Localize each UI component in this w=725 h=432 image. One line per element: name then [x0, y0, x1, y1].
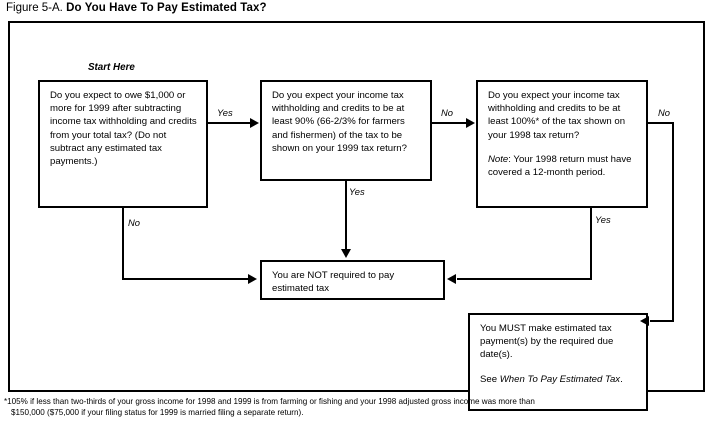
figure-number: Figure 5-A. [6, 2, 63, 14]
flowchart-frame: Start Here Do you expect to owe $1,000 o… [8, 21, 705, 411]
see-suffix: . [620, 373, 623, 385]
connector-hundred-no-arrowhead [640, 316, 649, 326]
connector-owe-yes-arrowhead [250, 118, 259, 128]
edge-label-ninety-no: No [441, 107, 453, 118]
decision-box-ninety-percent-text: Do you expect your income tax withholdin… [272, 90, 407, 154]
edge-label-hundred-yes: Yes [595, 214, 611, 225]
edge-label-owe-no: No [128, 217, 140, 228]
connector-hundred-no-horizontal-top [648, 122, 674, 124]
page-title: Figure 5-A. Do You Have To Pay Estimated… [6, 2, 267, 14]
decision-box-owe-1000: Do you expect to owe $1,000 or more for … [38, 80, 208, 208]
footnote-line-2: $150,000 ($75,000 if your filing status … [11, 408, 304, 417]
connector-hundred-yes-horizontal [457, 278, 592, 280]
connector-ninety-no-line [432, 122, 468, 124]
see-reference-title: When To Pay Estimated Tax [499, 373, 621, 385]
connector-hundred-yes-arrowhead [447, 274, 456, 284]
connector-hundred-no-vertical [672, 122, 674, 322]
outcome-box-not-required: You are NOT required to pay estimated ta… [260, 260, 445, 300]
decision-box-hundred-percent: Do you expect your income tax withholdin… [476, 80, 648, 208]
edge-label-hundred-no: No [658, 107, 670, 118]
connector-owe-no-horizontal [122, 278, 250, 280]
outcome-box-must-pay-reference: See When To Pay Estimated Tax. [480, 373, 638, 386]
footnote: *105% if less than two-thirds of your gr… [4, 396, 720, 418]
connector-owe-yes-line [208, 122, 252, 124]
connector-owe-no-vertical [122, 208, 124, 280]
decision-box-ninety-percent: Do you expect your income tax withholdin… [260, 80, 432, 181]
outcome-box-must-pay: You MUST make estimated tax payment(s) b… [468, 313, 648, 411]
connector-ninety-yes-arrowhead [341, 249, 351, 258]
outcome-box-not-required-text: You are NOT required to pay estimated ta… [272, 270, 395, 295]
decision-box-owe-1000-text: Do you expect to owe $1,000 or more for … [50, 90, 197, 168]
decision-box-hundred-percent-note: Note: Your 1998 return must have covered… [488, 153, 638, 179]
figure-title-text: Do You Have To Pay Estimated Tax? [66, 2, 267, 14]
edge-label-ninety-yes: Yes [349, 186, 365, 197]
note-text: : Your 1998 return must have covered a 1… [488, 153, 632, 179]
see-prefix: See [480, 373, 500, 385]
connector-hundred-no-horizontal-bottom [650, 320, 674, 322]
connector-ninety-yes-vertical [345, 181, 347, 251]
edge-label-owe-yes: Yes [217, 107, 233, 118]
outcome-box-must-pay-text: You MUST make estimated tax payment(s) b… [480, 323, 614, 361]
note-prefix: Note [488, 153, 509, 165]
connector-owe-no-arrowhead [248, 274, 257, 284]
footnote-line-1: *105% if less than two-thirds of your gr… [4, 397, 535, 406]
start-here-label: Start Here [88, 62, 135, 73]
connector-hundred-yes-vertical [590, 208, 592, 280]
connector-ninety-no-arrowhead [466, 118, 475, 128]
decision-box-hundred-percent-text: Do you expect your income tax withholdin… [488, 90, 626, 141]
